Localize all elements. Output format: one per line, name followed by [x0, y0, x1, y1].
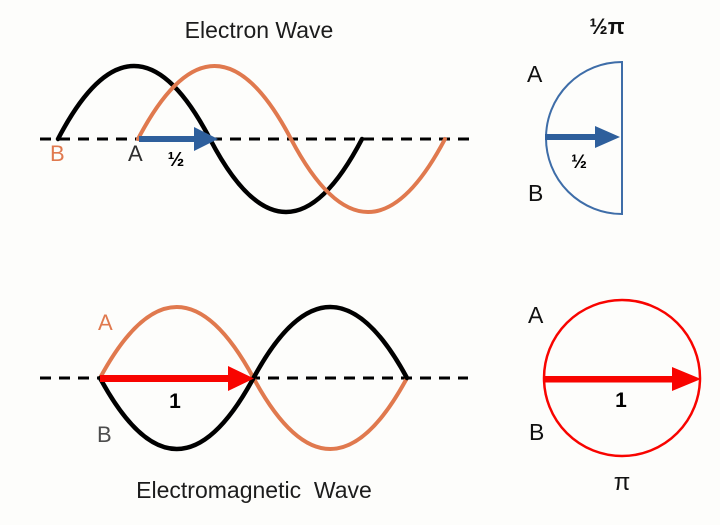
em-wave-title: Electromagnetic Wave — [136, 477, 372, 503]
em-wave-a-label: A — [98, 310, 113, 335]
em-phase-arrow-shaft — [100, 375, 229, 382]
electron-phase-arrow-shaft — [139, 136, 195, 142]
electron-wave-b-label: B — [50, 141, 65, 166]
em-phasor-b-label: B — [529, 419, 545, 445]
em-phasor-a-label: A — [528, 302, 544, 328]
electron-phasor-arrow-shaft — [545, 134, 596, 140]
electron-phase-shift-arrow — [139, 127, 218, 151]
em-phasor-arrow-head — [672, 367, 701, 391]
em-phasor-angle-label: π — [613, 469, 631, 496]
electron-phasor-angle-label: ½π — [589, 14, 625, 39]
em-phasor-arrow — [544, 367, 701, 391]
em-phase-shift-arrow — [100, 366, 254, 391]
electron-phase-arrow-label: ½ — [167, 149, 185, 171]
electron-phasor-b-label: B — [528, 180, 544, 206]
electron-orange-wave-curve — [136, 64, 447, 214]
electron-phase-arrow-head — [194, 127, 218, 151]
electron-wave-a-label: A — [128, 141, 143, 166]
em-phasor-arrow-shaft — [544, 376, 673, 383]
em-phasor-arrow-label: 1 — [615, 389, 627, 412]
em-phase-arrow-head — [228, 366, 254, 391]
electron-phasor-semicircle — [545, 60, 623, 216]
em-black-wave-curve — [97, 304, 410, 452]
electron-phasor-arrow-head — [595, 126, 620, 148]
electron-phasor-a-label: A — [527, 61, 543, 87]
em-phase-arrow-label: 1 — [169, 390, 181, 413]
em-wave-b-label: B — [97, 422, 112, 447]
electron-wave-title: Electron Wave — [184, 17, 334, 43]
electron-phasor-arrow — [545, 126, 620, 148]
electron-phasor-arrow-label: ½ — [571, 152, 587, 173]
